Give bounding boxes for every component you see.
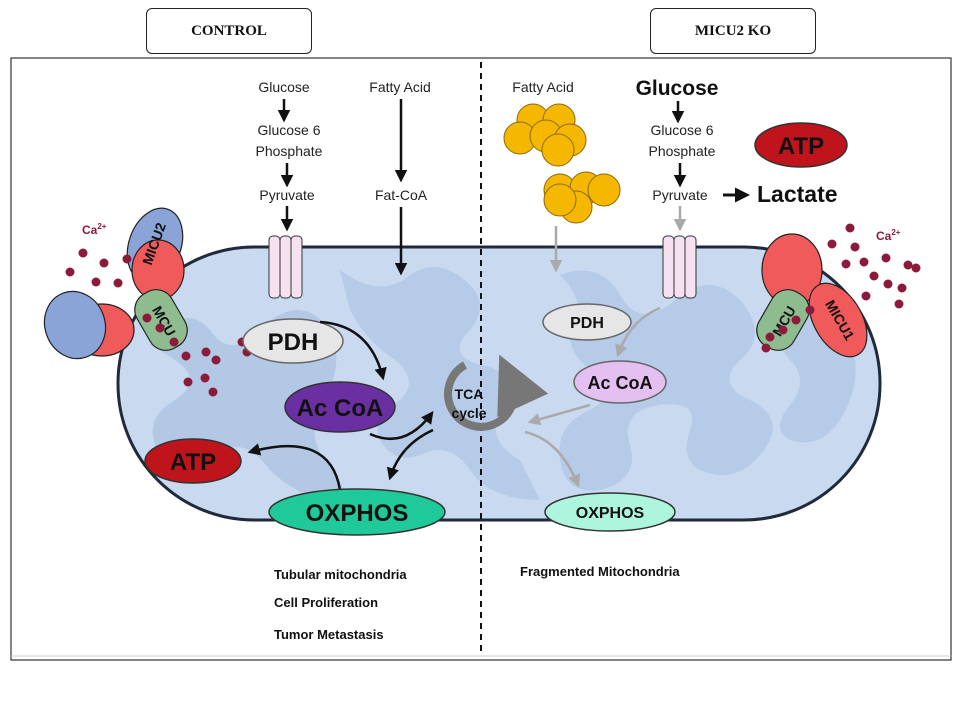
ko-atp-node <box>754 122 848 168</box>
ko-header-label: MICU2 KO <box>694 22 772 39</box>
tca-label-2: cycle <box>451 405 486 421</box>
control-fatcoa-label: Fat-CoA <box>375 187 428 203</box>
control-g6p-label-2: Phosphate <box>256 143 323 159</box>
ko-arrow-tca-oxphos <box>524 430 581 488</box>
ko-accoa-label: Ac CoA <box>587 373 652 393</box>
control-note-1: Tubular mitochondria <box>274 567 407 582</box>
control-pdh-node <box>242 318 344 364</box>
cristae-middle <box>340 267 540 500</box>
control-header-label: CONTROL <box>191 22 267 39</box>
control-atp-label: ATP <box>170 449 216 476</box>
control-arrow-pdh-accoa <box>319 320 387 381</box>
ko-fatty-acid-label: Fatty Acid <box>512 79 573 95</box>
ko-atp-label: ATP <box>778 133 824 160</box>
control-blue-lower-subunit <box>43 290 107 360</box>
ko-oxphos-label: OXPHOS <box>576 505 645 522</box>
control-fatty-acid-label: Fatty Acid <box>369 79 430 95</box>
ko-micu1-subunit <box>808 282 868 358</box>
ko-g6p-label-1: Glucose 6 <box>650 122 713 138</box>
ko-header: MICU2 KO <box>650 8 816 54</box>
ko-ca-charge: 2+ <box>891 228 900 237</box>
control-note-2: Cell Proliferation <box>274 595 378 610</box>
control-mcu-channel <box>134 289 188 351</box>
ko-arrow-accoa-tca <box>527 403 591 426</box>
ko-pdh-node <box>542 303 632 341</box>
ko-note-1: Fragmented Mitochondria <box>520 564 680 579</box>
control-header: CONTROL <box>146 8 312 54</box>
ko-pyruvate-channel <box>662 235 697 299</box>
ko-ca-text: Ca <box>876 229 892 243</box>
control-arrow-tca-oxphos <box>386 428 434 481</box>
ko-pdh-label: PDH <box>570 315 604 332</box>
control-arrow-accoa-tca <box>369 410 434 441</box>
ko-fat-droplets <box>503 103 621 224</box>
control-ca-charge: 2+ <box>97 222 106 231</box>
control-note-3: Tumor Metastasis <box>274 627 384 642</box>
control-pyruvate-channel <box>268 235 303 299</box>
control-tca-cycle: TCA cycle <box>444 354 549 431</box>
ko-g6p-label-2: Phosphate <box>649 143 716 159</box>
ko-arrow-pdh-accoa <box>615 306 661 358</box>
ko-ca-label: Ca2+ <box>876 228 901 243</box>
control-arrow-oxphos-atp <box>247 443 342 491</box>
control-uniporter-complex: MICU2 MCU <box>43 207 188 360</box>
control-ca-text: Ca <box>82 223 98 237</box>
control-ca-ions <box>65 248 252 397</box>
ko-glucose-label: Glucose <box>636 77 719 100</box>
ko-oxphos-node <box>544 492 676 532</box>
control-atp-node <box>144 438 242 484</box>
control-accoa-node <box>284 381 396 433</box>
control-ca-label: Ca2+ <box>82 222 107 237</box>
control-oxphos-node <box>268 488 446 536</box>
control-pyruvate-label: Pyruvate <box>259 187 314 203</box>
tca-ring <box>444 354 549 431</box>
ko-lactate-label: Lactate <box>757 181 838 207</box>
control-pdh-label: PDH <box>268 329 319 356</box>
ko-accoa-node <box>573 360 667 404</box>
tca-label-1: TCA <box>455 386 484 402</box>
ko-ca-ions <box>761 223 921 353</box>
control-oxphos-label: OXPHOS <box>306 500 409 527</box>
control-glucose-label: Glucose <box>258 79 310 95</box>
control-g6p-label-1: Glucose 6 <box>257 122 320 138</box>
ko-pyruvate-label: Pyruvate <box>652 187 707 203</box>
control-accoa-label: Ac CoA <box>297 395 384 422</box>
